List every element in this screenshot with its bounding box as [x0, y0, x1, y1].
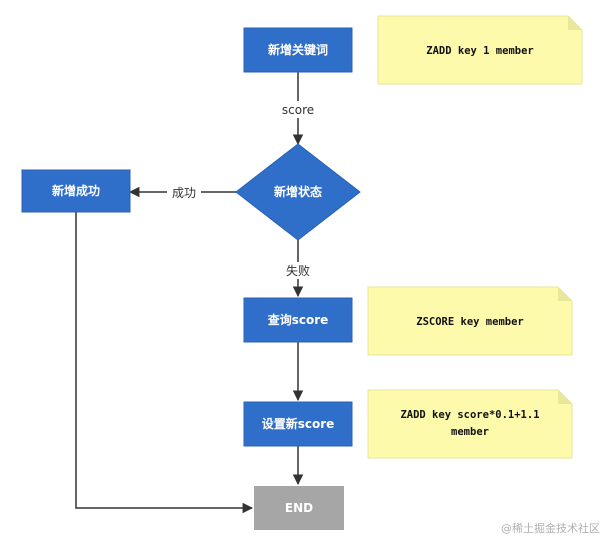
decision-add-status-label: 新增状态 [274, 184, 322, 199]
note-zadd-line-1: ZADD key 1 member [426, 45, 533, 57]
watermark-text: @稀土掘金技术社区 [501, 521, 600, 535]
node-query-score [243, 297, 353, 343]
node-add-success-label: 新增成功 [52, 183, 100, 198]
note-zscore-fold [558, 287, 572, 301]
note-zadd [377, 15, 583, 85]
node-query-score-label: 查询score [267, 312, 329, 327]
node-add-keyword-label: 新增关键词 [268, 42, 328, 57]
decision-add-status [235, 143, 361, 241]
note-zadd-score-fold [558, 390, 572, 404]
note-zscore-line-1: ZSCORE key member [416, 316, 523, 328]
edge-label-score: score [282, 103, 314, 117]
node-set-new-score-label: 设置新score [262, 416, 335, 431]
note-zscore [367, 286, 573, 356]
edge-label-success: 成功 [172, 186, 196, 200]
note-zadd-score [367, 389, 573, 459]
note-zadd-score-line-2: member [451, 426, 489, 438]
edge-label-fail: 失败 [286, 263, 310, 278]
edge-label-bg-score [276, 101, 320, 118]
node-add-keyword [243, 27, 353, 73]
node-end-label: END [285, 501, 313, 515]
note-zadd-score-line-1: ZADD key score*0.1+1.1 [400, 409, 539, 421]
note-zadd-fold [568, 16, 582, 30]
edge-label-bg-fail [282, 262, 316, 279]
node-add-success [21, 169, 131, 213]
edge-label-bg-success [167, 184, 201, 201]
node-end [254, 486, 344, 530]
edge-success-to-end [75, 212, 254, 514]
node-set-new-score [243, 401, 353, 447]
